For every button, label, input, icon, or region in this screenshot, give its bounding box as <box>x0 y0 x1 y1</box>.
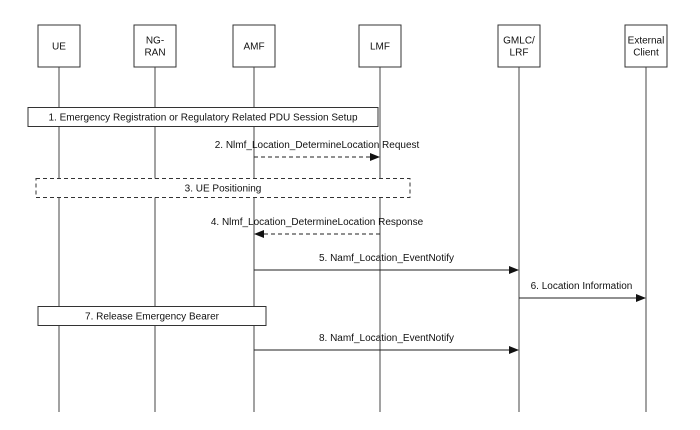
participant-label: AMF <box>243 42 264 53</box>
step-box <box>35 178 411 198</box>
participant-box <box>624 24 668 68</box>
participant-label: External <box>628 36 665 47</box>
step-4: 4. Nlmf_Location_DetermineLocation Respo… <box>211 217 424 238</box>
participant-label: LMF <box>370 42 390 53</box>
step-label: 1. Emergency Registration or Regulatory … <box>48 113 357 124</box>
participant-box <box>232 24 276 68</box>
step-3: 3. UE Positioning <box>35 178 411 198</box>
participant-amf: AMF <box>232 24 276 412</box>
step-6: 6. Location Information <box>519 281 646 302</box>
step-2: 2. Nlmf_Location_DetermineLocation Reque… <box>215 140 420 161</box>
message-label: 5. Namf_Location_EventNotify <box>319 253 454 264</box>
step-box <box>27 107 379 127</box>
participant-label: Client <box>633 48 659 59</box>
message-label: 8. Namf_Location_EventNotify <box>319 333 454 344</box>
participant-label: GMLC/ <box>503 36 535 47</box>
message-label: 2. Nlmf_Location_DetermineLocation Reque… <box>215 140 420 151</box>
participant-box <box>358 24 402 68</box>
participant-label: RAN <box>144 48 165 59</box>
participant-label: UE <box>52 42 66 53</box>
step-1: 1. Emergency Registration or Regulatory … <box>27 107 379 127</box>
message-label: 4. Nlmf_Location_DetermineLocation Respo… <box>211 217 424 228</box>
participant-ran: NG-RAN <box>133 24 177 412</box>
participant-label: NG- <box>146 36 164 47</box>
participant-ue: UE <box>37 24 81 412</box>
step-box <box>37 306 267 326</box>
participant-box <box>37 24 81 68</box>
participant-gmlc: GMLC/LRF <box>497 24 541 412</box>
step-label: 7. Release Emergency Bearer <box>85 312 220 323</box>
step-5: 5. Namf_Location_EventNotify <box>254 253 519 274</box>
step-label: 3. UE Positioning <box>185 184 262 195</box>
step-8: 8. Namf_Location_EventNotify <box>254 333 519 354</box>
step-7: 7. Release Emergency Bearer <box>37 306 267 326</box>
participant-lmf: LMF <box>358 24 402 412</box>
message-label: 6. Location Information <box>531 281 633 292</box>
participant-box <box>133 24 177 68</box>
participant-label: LRF <box>510 48 529 59</box>
